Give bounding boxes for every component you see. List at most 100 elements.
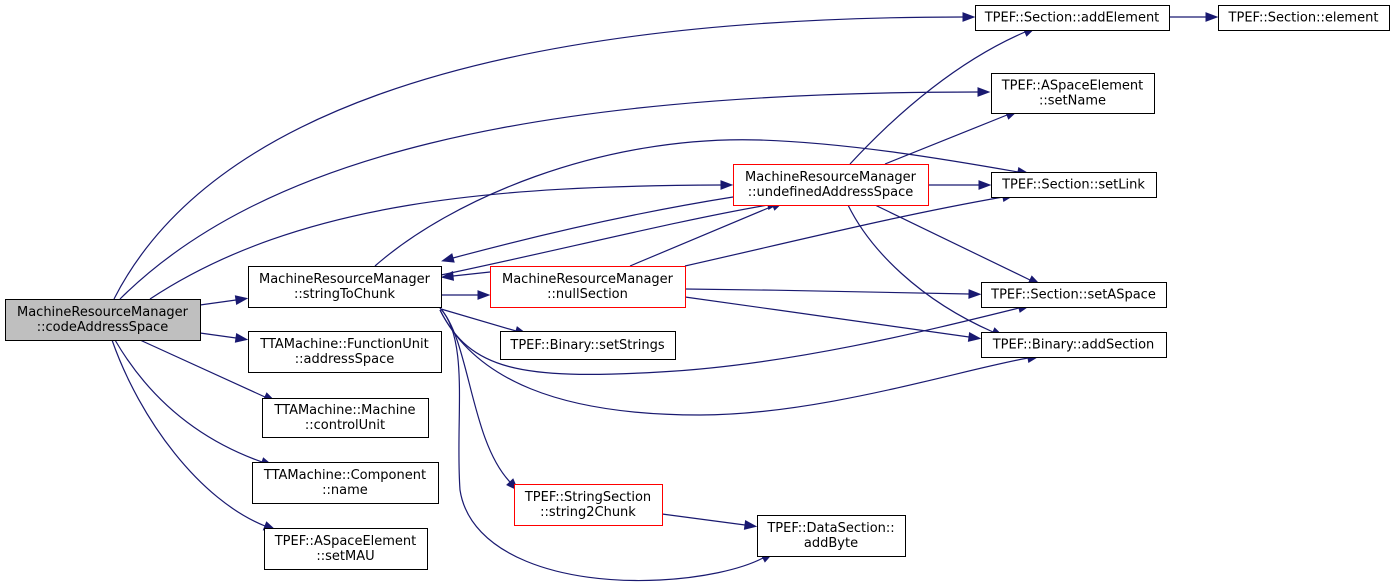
edge-line [199,299,237,306]
edge-line [374,139,1019,267]
node-label-line: ::nullSection [547,287,628,302]
edge-codeAddressSpace-to-setName [119,87,991,300]
node-label-line: addByte [804,536,858,551]
node-nullSection[interactable]: MachineResourceManager::nullSection [490,266,686,308]
edge-line [119,91,979,300]
edge-undefinedAddressSpace-to-addSection [847,204,1005,337]
node-label-line: TPEF::DataSection:: [766,521,894,536]
edge-codeAddressSpace-to-addElement [113,12,976,300]
node-box [991,172,1157,198]
edge-nullSection-to-setASpace [684,288,982,299]
node-label-line: MachineResourceManager [745,170,917,185]
node-componentName[interactable]: TTAMachine::Component::name [252,462,439,504]
edge-arrowhead [720,180,734,190]
edge-line [452,196,734,259]
edge-line [440,204,769,276]
edges-layer [111,12,1219,582]
edge-line [847,204,994,333]
node-box [248,266,442,308]
edge-codeAddressSpace-to-stringToChunk [199,295,249,306]
node-label-line: TTAMachine::Machine [273,403,415,418]
node-box [981,282,1167,308]
node-setName[interactable]: TPEF::ASpaceElement::setName [991,73,1155,114]
node-box [5,299,201,341]
node-undefinedAddressSpace[interactable]: MachineResourceManager::undefinedAddress… [733,164,929,206]
node-stringToChunk[interactable]: MachineResourceManager::stringToChunk [248,266,442,308]
edge-line [684,288,970,295]
node-label-line: TPEF::Binary::setStrings [509,338,664,353]
edge-nullSection-to-addSection [684,296,982,342]
node-addSection[interactable]: TPEF::Binary::addSection [981,332,1167,358]
node-label-line: TPEF::ASpaceElement [1001,79,1144,94]
edge-line [149,184,722,300]
edge-line [849,31,1026,165]
edge-line [439,307,764,582]
node-label-line: ::stringToChunk [294,287,396,302]
node-box [1218,5,1390,31]
node-label-line: ::string2Chunk [540,505,636,520]
node-box [262,398,429,438]
edge-addElement-to-sectionElement [1169,12,1219,22]
edge-arrowhead [967,332,982,342]
node-addElement[interactable]: TPEF::Section::addElement [975,5,1170,31]
node-addByte[interactable]: TPEF::DataSection::addByte [757,515,906,557]
edge-stringToChunk-to-nullSection [441,290,491,300]
edge-line [199,332,237,339]
edge-line [874,204,1031,281]
node-fuAddressSpace[interactable]: TTAMachine::FunctionUnit::addressSpace [248,331,442,373]
node-label-line: MachineResourceManager [259,272,431,287]
node-label-line: TPEF::Section::addElement [984,11,1160,26]
edge-undefinedAddressSpace-to-stringToChunk [441,196,734,263]
node-label-line: TPEF::ASpaceElement [274,534,417,549]
edge-line [114,339,263,463]
edge-line [439,309,1029,416]
edge-stringToChunk-to-addSection [439,309,1041,416]
edge-nullSection-to-stringToChunk [440,271,491,281]
edge-line [884,114,1008,165]
edge-line [452,271,491,277]
node-setASpace[interactable]: TPEF::Section::setASpace [981,282,1167,308]
node-label-line: TTAMachine::Component [263,468,426,483]
node-setMAU[interactable]: TPEF::ASpaceElement::setMAU [264,528,428,570]
edge-line [684,196,1004,267]
node-codeAddressSpace[interactable]: MachineResourceManager::codeAddressSpace [5,299,201,341]
edge-undefinedAddressSpace-to-setASpace [874,204,1042,286]
node-controlUnit[interactable]: TTAMachine::Machine::controlUnit [262,398,429,438]
edge-undefinedAddressSpace-to-setName [884,110,1019,165]
node-box [248,331,442,373]
edge-arrowhead [968,289,982,299]
edge-arrowhead [743,520,758,530]
edge-codeAddressSpace-to-undefinedAddressSpace [149,180,734,300]
edge-line [113,16,964,300]
edge-arrowhead [234,295,249,305]
edge-stringToChunk-to-undefinedAddressSpace [440,200,781,276]
node-label-line: TPEF::Section::setASpace [990,288,1156,303]
node-label-line: TPEF::StringSection [524,490,651,505]
edge-line [111,339,266,527]
edge-arrowhead [977,87,991,97]
node-label-line: TTAMachine::FunctionUnit [259,337,428,352]
edge-line [629,205,774,267]
node-label-line: TPEF::Section::element [1228,11,1379,26]
node-setLink[interactable]: TPEF::Section::setLink [991,172,1157,198]
node-setStrings[interactable]: TPEF::Binary::setStrings [500,331,676,360]
edge-line [440,308,517,332]
node-label-line: ::codeAddressSpace [37,320,169,335]
edge-arrowhead [477,290,491,300]
edge-undefinedAddressSpace-to-setLink [928,180,992,190]
node-box [252,462,439,504]
node-box [490,266,686,308]
node-sectionElement[interactable]: TPEF::Section::element [1218,5,1390,31]
edge-line [139,339,266,398]
node-label-line: ::addressSpace [295,352,394,367]
edge-stringToChunk-to-setLink [374,139,1031,267]
edge-arrowhead [978,180,992,190]
edge-arrowhead [1205,12,1219,22]
node-box [514,484,663,526]
node-label-line: MachineResourceManager [17,305,189,320]
node-string2Chunk[interactable]: TPEF::StringSection::string2Chunk [514,484,663,526]
node-label-line: ::setName [1039,94,1106,109]
node-label-line: TPEF::Binary::addSection [992,338,1155,353]
